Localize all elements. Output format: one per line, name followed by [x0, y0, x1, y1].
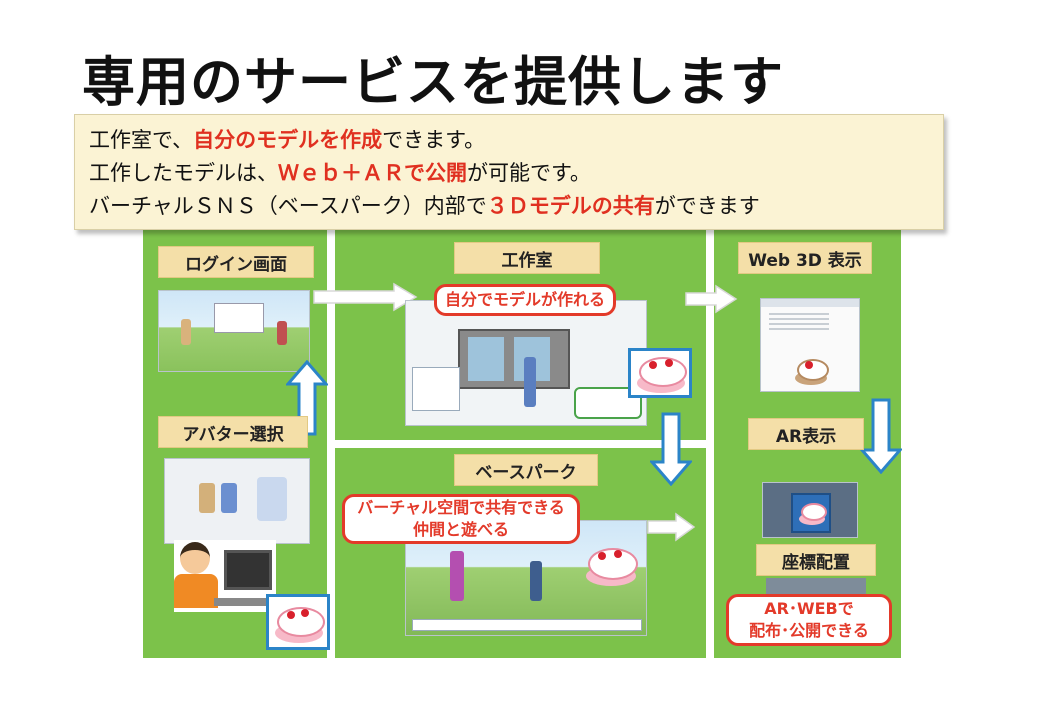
intro-box: 工作室で、自分のモデルを作成できます。 工作したモデルは、Ｗｅｂ＋ＡＲで公開が可…: [74, 114, 944, 230]
login-label: ログイン画面: [158, 246, 314, 278]
intro-line-1: 工作室で、自分のモデルを作成できます。: [89, 128, 486, 152]
person-head: [180, 542, 210, 574]
avatar-figure-image: [524, 357, 536, 407]
avatar-screenshot: [164, 458, 310, 544]
web3d-label: Web 3D 表示: [738, 242, 872, 274]
intro-line-2: 工作したモデルは、Ｗｅｂ＋ＡＲで公開が可能です。: [89, 161, 591, 185]
avatar-option-image: [221, 483, 237, 513]
column-divider: [327, 228, 335, 658]
publish-callout-line2: 配布･公開できる: [749, 621, 869, 640]
basepark-callout-line1: バーチャル空間で共有できる: [357, 498, 565, 517]
publish-callout-line1: AR･WEBで: [764, 599, 854, 618]
avatar-preview-image: [257, 477, 287, 521]
publish-callout: AR･WEBで 配布･公開できる: [726, 594, 892, 646]
column-divider: [706, 228, 714, 658]
row-divider: [333, 440, 709, 448]
login-screenshot: [158, 290, 310, 372]
workshop-screenshot: [405, 300, 647, 426]
page-title: 専用のサービスを提供します: [82, 52, 784, 113]
chat-bar-image: [412, 619, 642, 631]
cake-model-thumbnail: [628, 348, 692, 398]
cake-model-image: [580, 538, 644, 594]
character-image: [277, 321, 287, 345]
cake-model-thumbnail: [266, 594, 330, 650]
browser-bar-image: [761, 299, 859, 307]
ar-screenshot: [762, 482, 858, 538]
basepark-callout-line2: 仲間と遊べる: [412, 520, 509, 539]
text-lines-image: [769, 313, 829, 331]
web3d-screenshot: [760, 298, 860, 392]
basepark-label: ベースパーク: [454, 454, 598, 486]
person-body: [174, 574, 218, 608]
login-dialog-image: [214, 303, 264, 333]
workshop-label: 工作室: [454, 242, 600, 274]
monitor-image: [224, 550, 272, 590]
avatar-figure-image: [450, 551, 464, 601]
down-arrow-icon: [860, 398, 902, 474]
ar-label: AR表示: [748, 418, 864, 450]
avatar-option-image: [199, 483, 215, 513]
right-arrow-icon: [647, 512, 696, 542]
avatar-figure-image: [530, 561, 542, 601]
right-arrow-icon: [685, 284, 738, 314]
person-at-computer-image: [174, 540, 276, 612]
down-arrow-icon: [650, 412, 692, 486]
avatar-label: アバター選択: [158, 416, 308, 448]
tool-menu-image: [412, 367, 460, 411]
room-window-image: [468, 337, 504, 381]
right-arrow-icon: [313, 282, 418, 312]
character-image: [181, 319, 191, 345]
desk-image: [214, 598, 276, 606]
basepark-callout: バーチャル空間で共有できる 仲間と遊べる: [342, 494, 580, 544]
coord-label: 座標配置: [756, 544, 876, 576]
workshop-callout: 自分でモデルが作れる: [434, 284, 616, 316]
intro-line-3: バーチャルＳＮＳ（ベースパーク）内部で３Ｄモデルの共有ができます: [89, 194, 760, 218]
